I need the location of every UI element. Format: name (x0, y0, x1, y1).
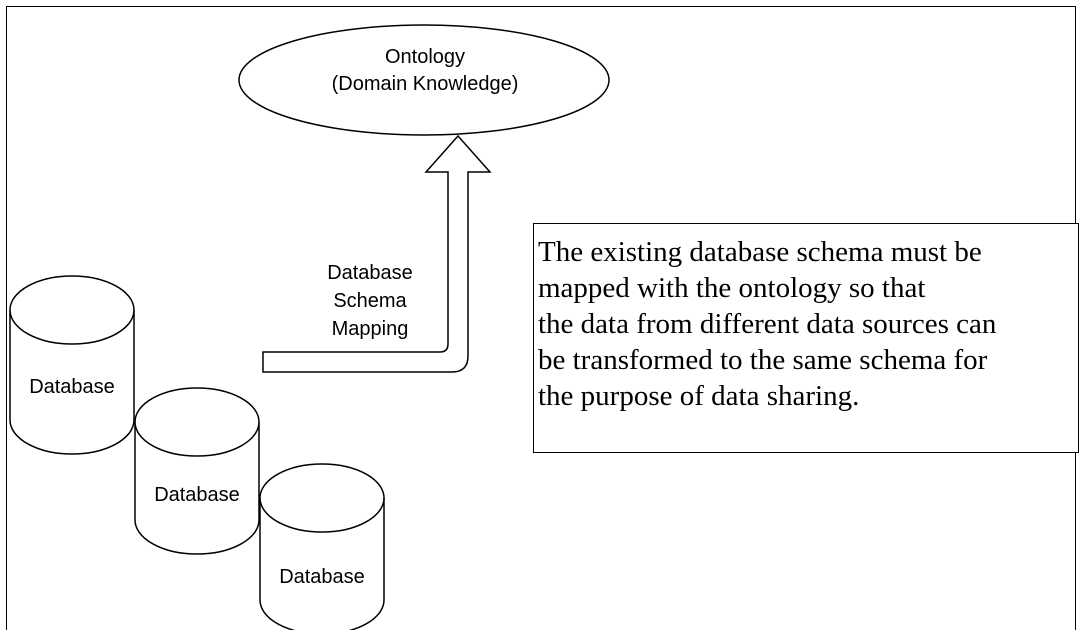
ontology-title: Ontology (384, 46, 466, 68)
database-label-3: Database (279, 566, 365, 588)
ontology-subtitle: (Domain Knowledge) (331, 73, 519, 95)
mapping-label-line-2: Schema (333, 290, 407, 312)
database-label-1: Database (29, 376, 115, 398)
mapping-label-line-3: Mapping (331, 318, 409, 340)
note-line-4: be transformed to the same schema for (538, 344, 988, 376)
note-line-1: The existing database schema must be (538, 236, 982, 268)
note-line-2: mapped with the ontology so that (538, 272, 926, 304)
database-label-2: Database (154, 484, 240, 506)
note-line-3: the data from different data sources can (538, 308, 997, 340)
ontology-ellipse (238, 24, 610, 136)
database-cylinder-1 (9, 275, 135, 455)
explanation-note: The existing database schema must be map… (533, 223, 1079, 453)
mapping-arrow (262, 134, 492, 373)
mapping-label: Database Schema Mapping (315, 259, 425, 343)
database-cylinder-3 (259, 463, 385, 630)
database-cylinder-2 (134, 387, 260, 555)
ontology-label: Ontology (Domain Knowledge) (270, 44, 580, 98)
mapping-label-line-1: Database (327, 262, 413, 284)
note-line-5: the purpose of data sharing. (538, 380, 860, 412)
